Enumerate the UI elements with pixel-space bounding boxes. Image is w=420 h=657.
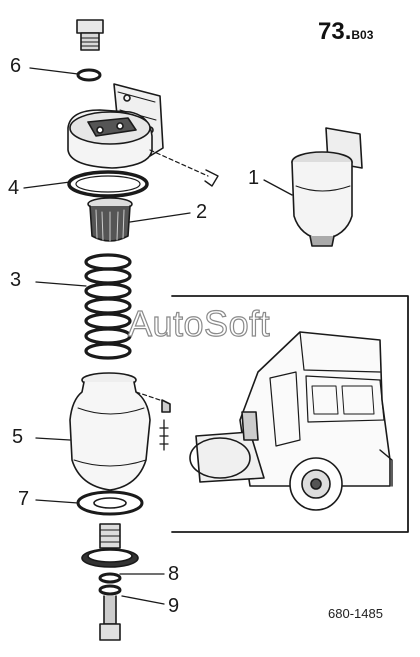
sheet-number: 73.B03 [318, 18, 373, 46]
gasket-7 [76, 490, 144, 516]
leader-lines [23, 67, 293, 605]
callout-8: 8 [168, 563, 180, 585]
seal-ring-6 [76, 68, 102, 82]
watermark: AutoSoft [127, 302, 271, 344]
spring-3 [84, 253, 132, 360]
drawing-reference: 680-1485 [328, 606, 383, 621]
sheet-number-suffix: B03 [351, 28, 374, 42]
truck-inset [171, 295, 409, 533]
callout-3: 3 [10, 269, 22, 291]
filter-head [67, 83, 219, 187]
callout-4: 4 [8, 177, 20, 199]
filter-element-2 [87, 197, 133, 242]
bleed-screw [76, 19, 104, 51]
assembled-filter-1 [291, 127, 363, 247]
sheet-number-main: 73. [318, 18, 352, 45]
callout-5: 5 [12, 426, 24, 448]
callout-1: 1 [248, 167, 260, 189]
callout-7: 7 [18, 488, 30, 510]
drain-plug [81, 523, 139, 641]
seal-ring-4 [67, 170, 149, 198]
callout-2: 2 [196, 201, 208, 223]
callout-9: 9 [168, 595, 180, 617]
filter-bowl-5 [69, 372, 171, 491]
callout-6: 6 [10, 55, 22, 77]
